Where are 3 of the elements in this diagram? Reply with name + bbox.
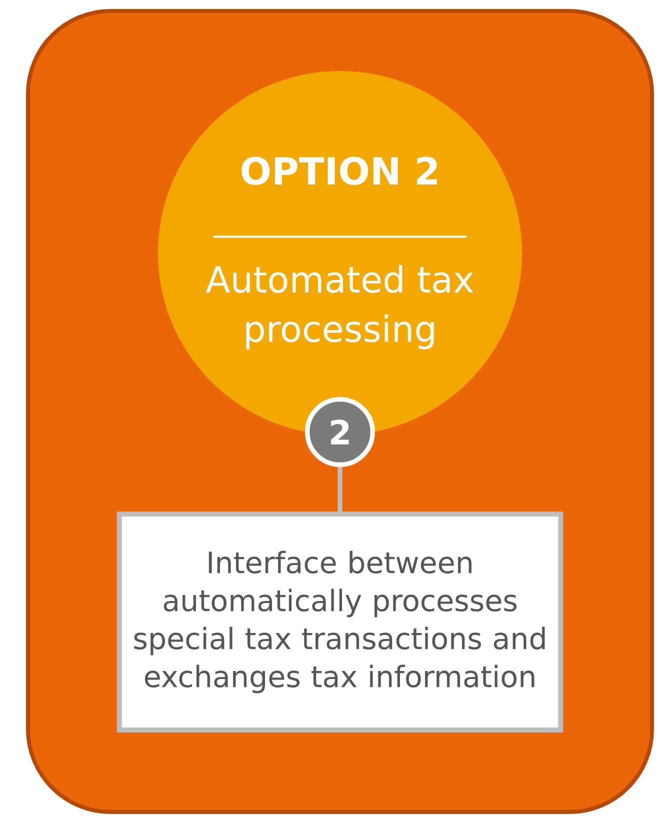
connector-line (338, 467, 342, 512)
number-badge: 2 (305, 397, 375, 467)
description-box: Interface between automatically processes special tax transactions and exchanges tax information (116, 511, 564, 733)
